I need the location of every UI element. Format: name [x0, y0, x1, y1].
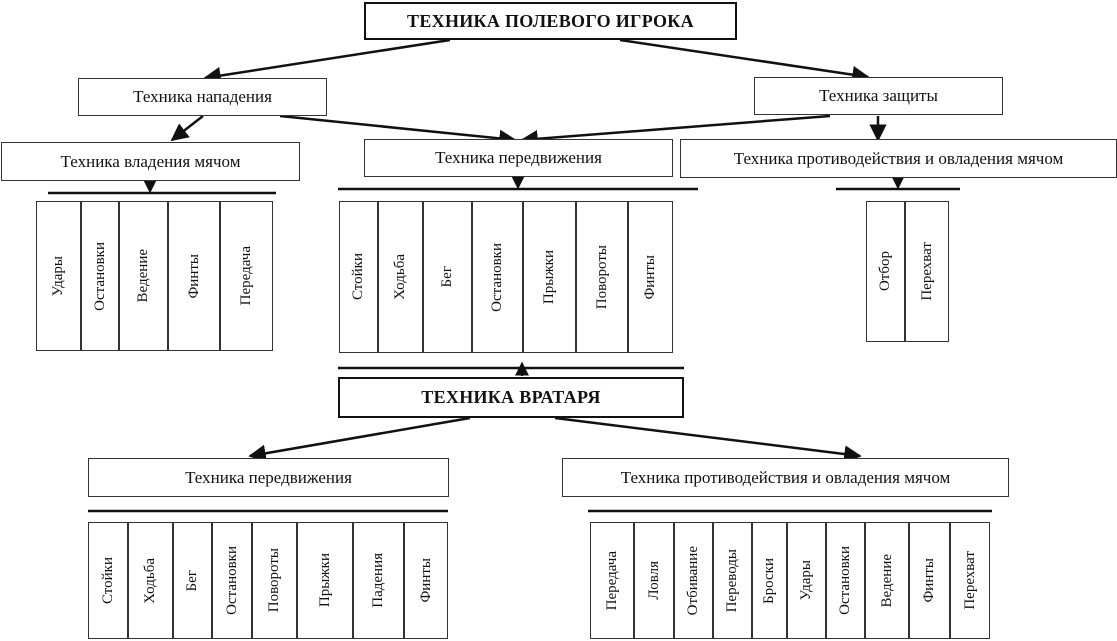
item-cell: Переводы — [713, 522, 752, 639]
defense-technique-box: Техника защиты — [754, 77, 1003, 115]
item-label: Броски — [761, 557, 777, 604]
item-cell: Ведение — [119, 201, 168, 351]
item-cell: Удары — [787, 522, 826, 639]
arrow-title-to-defense — [619, 38, 870, 84]
arrow-goalkeeper-to-counteraction-group — [554, 416, 862, 463]
item-cell: Остановки — [826, 522, 865, 639]
item-label: Остановки — [91, 241, 108, 311]
item-label: Ходьба — [392, 254, 408, 300]
item-label: Повороты — [593, 244, 610, 310]
item-label: Ходьба — [142, 557, 158, 604]
item-cell: Передача — [590, 522, 634, 639]
item-cell: Прыжки — [523, 201, 576, 353]
item-label: Падения — [370, 553, 386, 608]
item-cell: Стойки — [339, 201, 378, 353]
item-cell: Броски — [752, 522, 787, 639]
item-cell: Ведение — [865, 522, 909, 639]
item-label: Финты — [921, 558, 937, 603]
item-cell: Ходьба — [128, 522, 173, 639]
field-player-title: ТЕХНИКА ПОЛЕВОГО ИГРОКА — [364, 2, 737, 40]
item-label: Прыжки — [316, 553, 333, 608]
item-label: Бег — [184, 569, 200, 592]
item-label: Ловля — [645, 561, 662, 600]
item-label: Удары — [798, 560, 814, 601]
item-cell: Отбивание — [674, 522, 713, 639]
item-cell: Финты — [628, 201, 673, 353]
arrow-attack-to-ball-control — [170, 115, 204, 142]
item-label: Ведение — [135, 249, 151, 303]
item-label: Переводы — [724, 548, 740, 613]
item-label: Стойки — [99, 556, 116, 604]
attack-technique-box: Техника нападения — [78, 78, 327, 116]
arrow-goalkeeper-to-movement-group — [248, 416, 471, 462]
item-cell: Прыжки — [297, 522, 353, 639]
item-label: Стойки — [350, 253, 366, 301]
item-label: Повороты — [266, 548, 282, 613]
item-label: Передача — [238, 246, 254, 306]
item-cell: Финты — [404, 522, 448, 639]
item-cell: Падения — [353, 522, 404, 639]
item-cell: Удары — [36, 201, 81, 351]
item-cell: Ходьба — [378, 201, 423, 353]
item-cell: Перехват — [950, 522, 990, 639]
item-label: Ведение — [878, 553, 895, 608]
gk-counteraction-box: Техника противодействия и овладения мячо… — [562, 458, 1009, 497]
item-label: Финты — [642, 254, 658, 300]
item-cell: Ловля — [634, 522, 674, 639]
item-label: Передача — [603, 550, 620, 611]
item-cell: Повороты — [576, 201, 628, 353]
item-cell: Бег — [423, 201, 472, 353]
item-label: Остановки — [489, 242, 505, 312]
item-cell: Передача — [220, 201, 273, 351]
item-label: Удары — [50, 255, 66, 297]
item-label: Отбор — [877, 251, 893, 292]
ball-control-box: Техника владения мячом — [1, 142, 300, 181]
movement-box: Техника передвижения — [364, 139, 673, 177]
item-label: Прыжки — [541, 249, 557, 305]
item-label: Бег — [439, 266, 455, 288]
item-cell: Отбор — [866, 201, 905, 342]
item-label: Финты — [417, 558, 434, 603]
item-cell: Остановки — [472, 201, 523, 353]
gk-movement-box: Техника передвижения — [88, 458, 449, 497]
item-cell: Повороты — [252, 522, 297, 639]
item-cell: Остановки — [212, 522, 252, 639]
item-cell: Стойки — [88, 522, 128, 639]
counteraction-box: Техника противодействия и овладения мячо… — [680, 139, 1117, 178]
item-cell: Бег — [173, 522, 212, 639]
item-cell: Финты — [168, 201, 220, 351]
item-label: Финты — [185, 253, 202, 299]
item-label: Отбивание — [685, 545, 701, 616]
item-label: Перехват — [961, 551, 978, 610]
arrow-defense-to-movement — [520, 114, 831, 148]
item-label: Остановки — [223, 546, 240, 615]
arrow-attack-to-movement — [279, 114, 517, 148]
item-cell: Финты — [909, 522, 950, 639]
item-label: Остановки — [837, 546, 853, 615]
item-cell: Остановки — [81, 201, 119, 351]
goalkeeper-title: ТЕХНИКА ВРАТАРЯ — [338, 377, 684, 418]
arrow-title-to-attack — [203, 38, 451, 85]
item-label: Перехват — [918, 242, 935, 301]
item-cell: Перехват — [905, 201, 949, 342]
